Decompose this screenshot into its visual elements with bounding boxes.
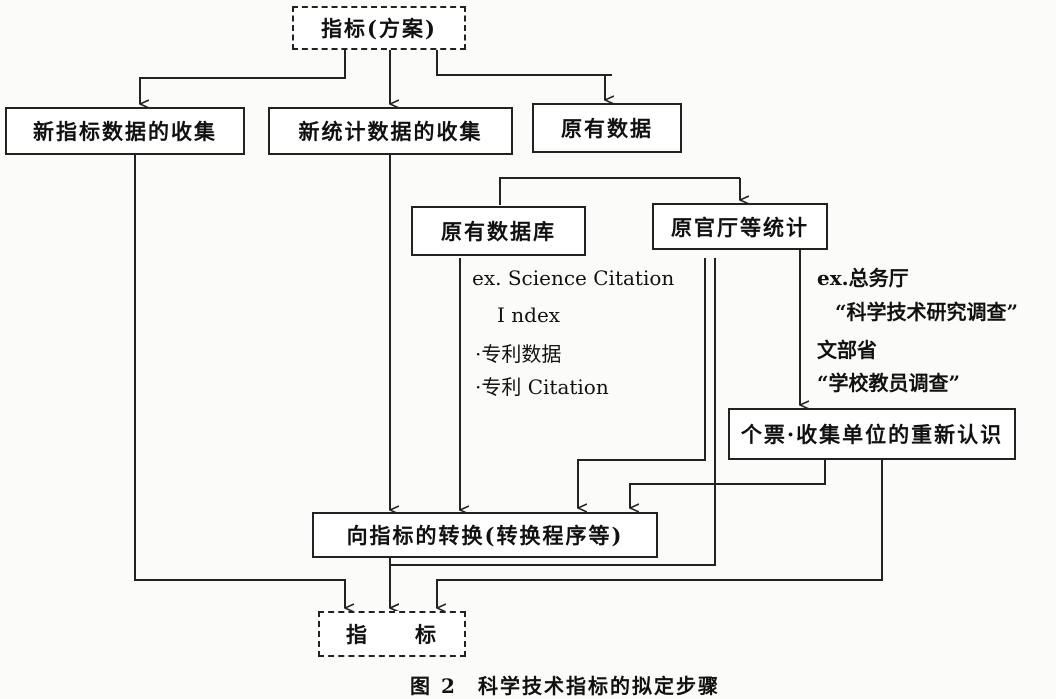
agency-example-1: ex.总务厅 <box>817 266 909 290</box>
db-example-2: I ndex <box>497 303 561 327</box>
final-box: 指 标 <box>318 611 466 657</box>
reauth-to-convert-arrow <box>629 460 826 508</box>
db-example-3: ·专利数据 <box>475 342 562 366</box>
figure-title: 科学技术指标的拟定步骤 <box>478 674 720 698</box>
existing-box: 原有数据 <box>532 103 682 153</box>
agency-example-3: 文部省 <box>817 338 877 362</box>
new-indicator-box: 新指标数据的收集 <box>5 107 245 155</box>
convert-box: 向指标的转换(转换程序等) <box>312 512 658 558</box>
figure-number: 图 2 <box>410 674 457 698</box>
existing-db-box: 原有数据库 <box>411 206 586 256</box>
existing-bracket <box>499 177 740 205</box>
db-example-4: ·专利 Citation <box>475 375 609 399</box>
agency-stats-box: 原官厅等统计 <box>652 203 828 250</box>
top-to-new-indicator-arrow <box>139 50 346 104</box>
reauth-to-final-arrow <box>436 460 883 608</box>
top-box: 指标(方案) <box>292 6 466 50</box>
new-indicator-to-final-arrow <box>134 155 345 608</box>
agency-example-2: “科学技术研究调查” <box>835 300 1019 324</box>
reauth-box: 个票·收集单位的重新认识 <box>728 408 1016 460</box>
new-stats-box: 新统计数据的收集 <box>268 107 513 155</box>
top-to-existing-arrow <box>436 50 605 100</box>
agency-example-4: “学校教员调查” <box>817 371 961 395</box>
db-side-to-convert-arrow <box>577 258 706 508</box>
db-example-1: ex. Science Citation <box>472 266 675 290</box>
